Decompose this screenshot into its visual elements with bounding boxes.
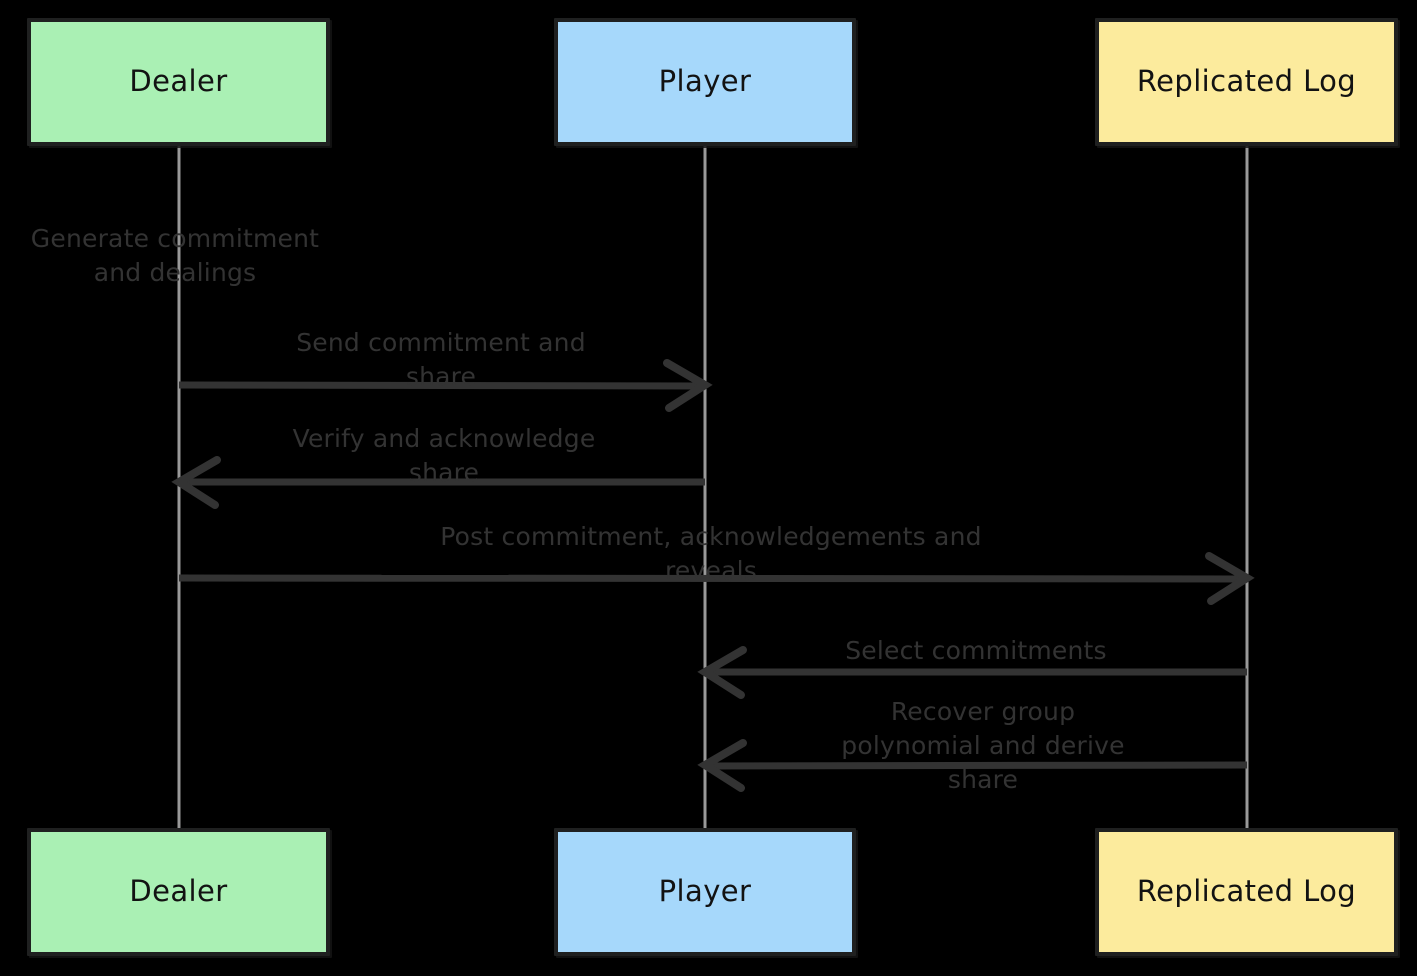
participant-label-player-top: Player bbox=[658, 64, 752, 99]
note-generate-commitment: Generate commitment and dealings bbox=[30, 224, 320, 287]
participant-box-log-bottom[interactable]: Replicated Log bbox=[1095, 828, 1398, 956]
participant-label-dealer-bottom: Dealer bbox=[129, 874, 228, 909]
message-line-msg-recover-group bbox=[707, 761, 1248, 770]
message-arrowhead-msg-select-commitments bbox=[697, 646, 747, 699]
participant-box-player-top[interactable]: Player bbox=[554, 18, 856, 146]
lifelines-group bbox=[177, 146, 1249, 828]
message-line-msg-post-commitment bbox=[178, 574, 1245, 583]
message-line-msg-send-commitment bbox=[178, 381, 703, 390]
participant-box-log-top[interactable]: Replicated Log bbox=[1095, 18, 1398, 146]
participant-label-dealer-top: Dealer bbox=[129, 64, 228, 99]
participant-label-log-bottom: Replicated Log bbox=[1136, 874, 1357, 909]
participant-label-log-top: Replicated Log bbox=[1136, 64, 1357, 99]
participant-box-dealer-bottom[interactable]: Dealer bbox=[27, 828, 330, 956]
message-arrowhead-msg-post-commitment bbox=[1205, 552, 1255, 605]
participant-box-dealer-top[interactable]: Dealer bbox=[27, 18, 330, 146]
participant-label-player-bottom: Player bbox=[658, 874, 752, 909]
message-arrowhead-msg-recover-group bbox=[697, 739, 747, 792]
arrows-group bbox=[171, 359, 1255, 792]
message-arrowhead-msg-send-commitment bbox=[663, 359, 713, 412]
message-arrowhead-msg-verify-ack bbox=[171, 456, 221, 509]
participant-box-player-bottom[interactable]: Player bbox=[554, 828, 856, 956]
